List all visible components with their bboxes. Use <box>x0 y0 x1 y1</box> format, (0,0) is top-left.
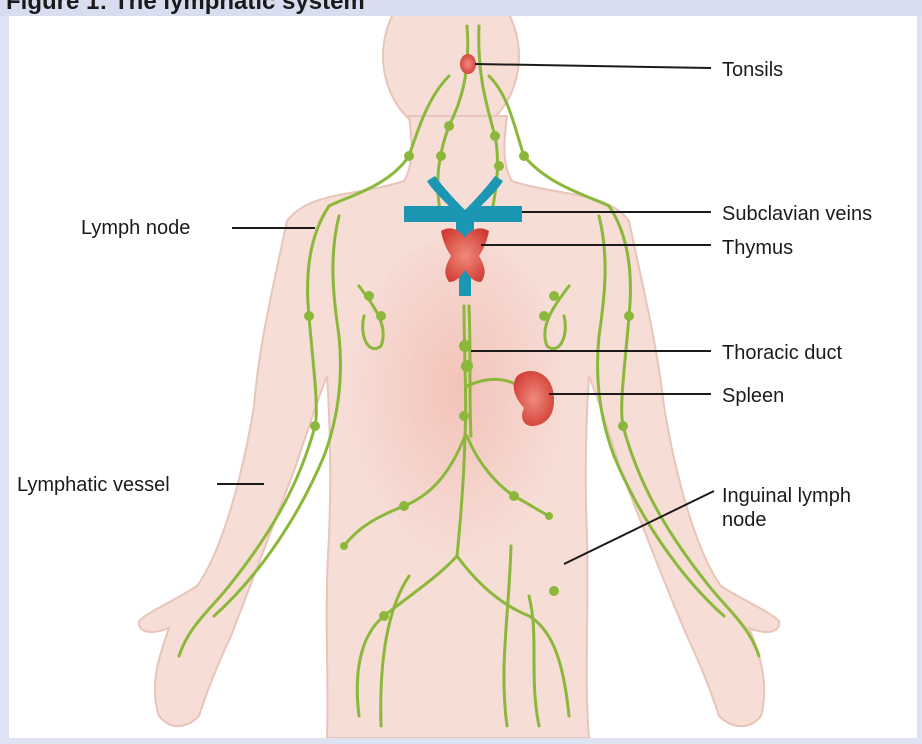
title-strip: Figure 1: The lymphatic system <box>0 0 922 16</box>
label-inguinal-lymph-node-line2: node <box>722 508 767 532</box>
lymphatic-diagram <box>9 16 917 738</box>
label-tonsils: Tonsils <box>722 58 783 82</box>
label-thymus: Thymus <box>722 236 793 260</box>
label-thoracic-duct: Thoracic duct <box>722 341 842 365</box>
label-inguinal-lymph-node-line1: Inguinal lymph <box>722 484 851 508</box>
figure-title: Figure 1: The lymphatic system <box>6 0 365 16</box>
tonsils-organ <box>460 54 476 74</box>
figure-panel: Tonsils Subclavian veins Thymus Thoracic… <box>9 16 917 738</box>
label-lymph-node: Lymph node <box>81 216 190 240</box>
label-subclavian-veins: Subclavian veins <box>722 202 872 226</box>
label-lymphatic-vessel: Lymphatic vessel <box>17 473 170 497</box>
label-spleen: Spleen <box>722 384 784 408</box>
